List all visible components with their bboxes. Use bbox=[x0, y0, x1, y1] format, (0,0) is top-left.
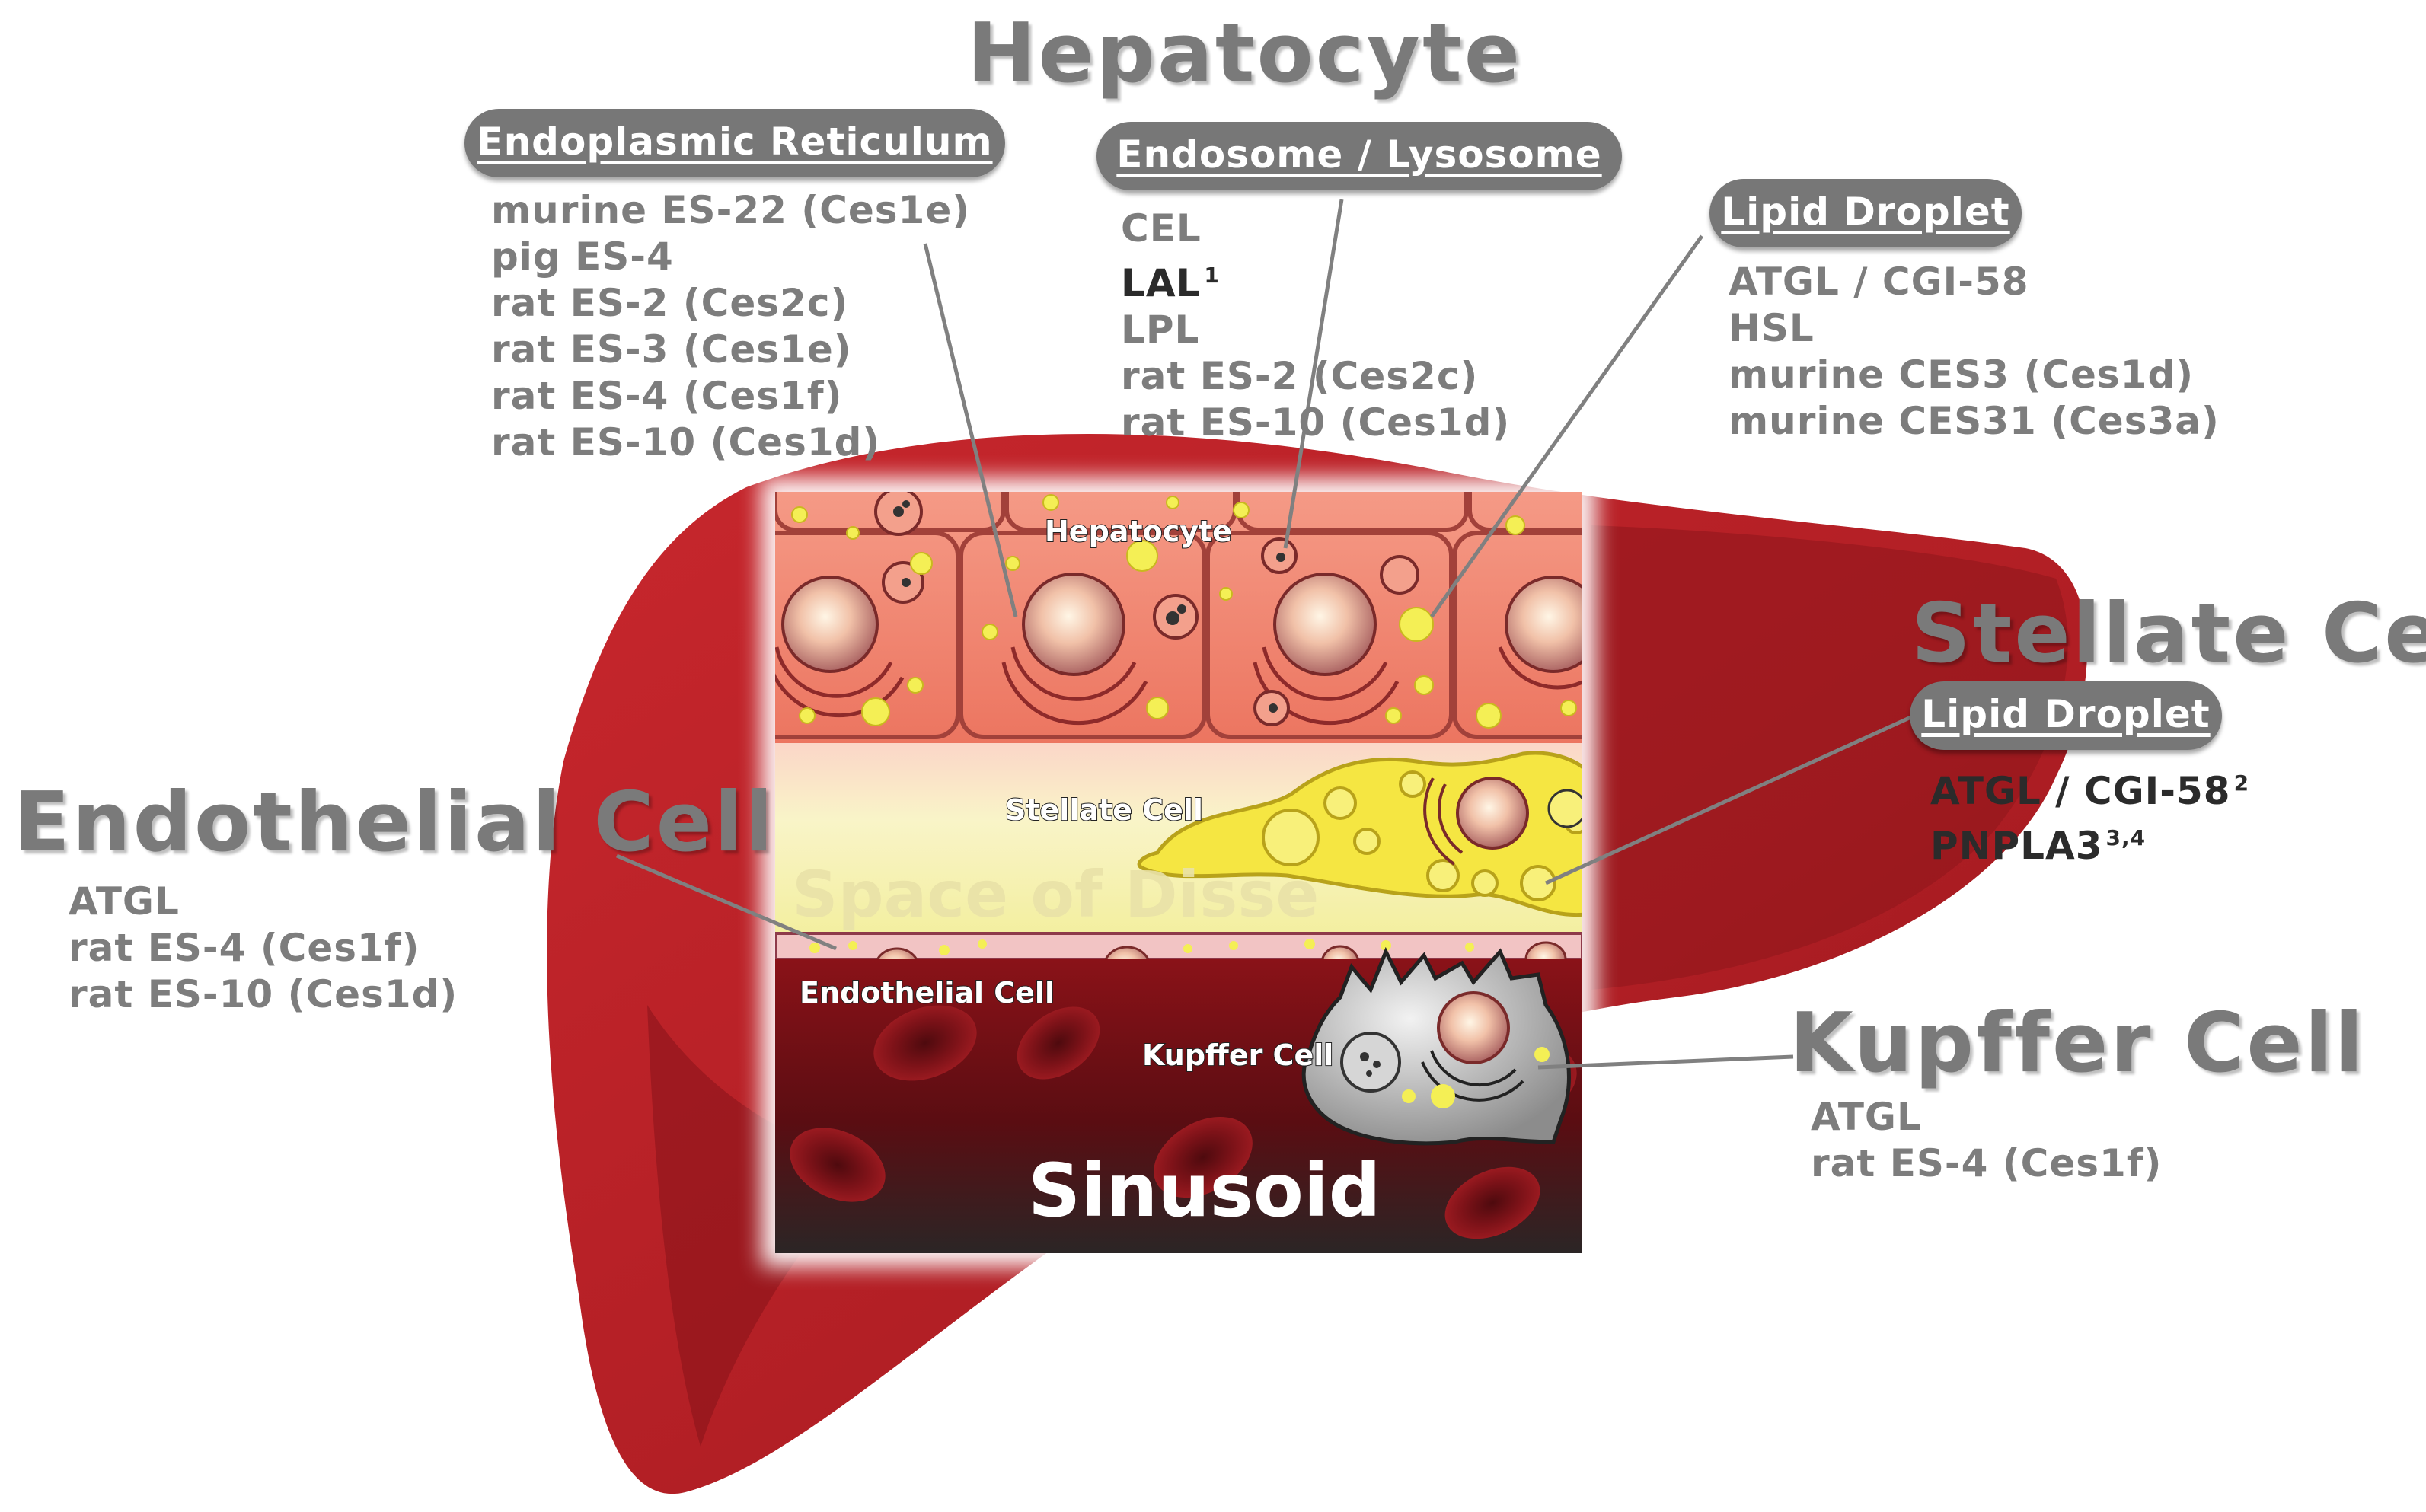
endosome-enzyme-item: rat ES-2 (Ces2c) bbox=[1121, 353, 1510, 400]
lipid-enzyme-item-text: murine CES31 (Ces3a) bbox=[1729, 399, 2220, 443]
inset-kupffer-label: Kupffer Cell bbox=[1141, 1038, 1334, 1073]
er-enzyme-item: pig ES-4 bbox=[491, 234, 970, 280]
kupffer-enzyme-item-text: rat ES-4 (Ces1f) bbox=[1811, 1141, 2163, 1185]
endothelial-enzyme-item: rat ES-10 (Ces1d) bbox=[69, 971, 458, 1018]
stellate-lipid-pill-label: Lipid Droplet bbox=[1921, 692, 2211, 736]
endothelial-enzyme-item: rat ES-4 (Ces1f) bbox=[69, 925, 458, 971]
kupffer-enzyme-item: rat ES-4 (Ces1f) bbox=[1811, 1140, 2162, 1187]
endosomes bbox=[874, 492, 1419, 726]
kupffer-er-arcs bbox=[1421, 1050, 1524, 1102]
stellate-enzyme-item-text: PNPLA3 bbox=[1930, 824, 2103, 868]
kupffer-nucleus bbox=[1437, 991, 1510, 1064]
endosome-enzyme-item-reference: 1 bbox=[1204, 263, 1220, 288]
er-enzyme-item: rat ES-10 (Ces1d) bbox=[491, 419, 970, 466]
lipid-enzyme-item-text: HSL bbox=[1729, 306, 1815, 350]
er-enzyme-item-text: murine ES-22 (Ces1e) bbox=[491, 188, 971, 232]
leader-lines bbox=[616, 199, 1924, 1070]
endosome-enzyme-item: CEL bbox=[1121, 206, 1510, 252]
hepatocyte-nuclei bbox=[781, 573, 1582, 676]
kupffer-lipid-droplets bbox=[1402, 1047, 1550, 1108]
inset-hepatocyte-label: Hepatocyte bbox=[1044, 514, 1233, 549]
endosome-enzyme-item-text: LAL bbox=[1121, 261, 1202, 305]
inset-endothelial-label: Endothelial Cell bbox=[799, 975, 1055, 1010]
inset-stellate-label: Stellate Cell bbox=[1004, 793, 1204, 828]
lipid-enzyme-item: murine CES3 (Ces1d) bbox=[1729, 352, 2220, 398]
lipid-enzyme-item: ATGL / CGI-58 bbox=[1729, 259, 2220, 305]
er-enzyme-item: murine ES-22 (Ces1e) bbox=[491, 187, 970, 234]
endothelial-enzyme-item: ATGL bbox=[69, 879, 458, 925]
endosome-pill: Endosome / Lysosome bbox=[1096, 122, 1622, 190]
er-arcs bbox=[775, 646, 1582, 726]
lipid-droplet-pill: Lipid Droplet bbox=[1709, 179, 2022, 247]
endothelial-enzyme-item-text: rat ES-10 (Ces1d) bbox=[69, 972, 458, 1016]
endothelial-title: Endothelial Cell bbox=[14, 775, 776, 870]
endosome-enzyme-item: rat ES-10 (Ces1d) bbox=[1121, 400, 1510, 446]
hepatocyte-title: Hepatocyte bbox=[967, 6, 1522, 101]
er-enzyme-item-text: rat ES-3 (Ces1e) bbox=[491, 327, 852, 372]
kupffer-enzyme-item: ATGL bbox=[1811, 1094, 2162, 1140]
stellate-title: Stellate Cell bbox=[1911, 586, 2426, 681]
stellate-enzyme-item-text: ATGL / CGI-58 bbox=[1930, 769, 2231, 813]
er-pill-label: Endoplasmic Reticulum bbox=[477, 120, 993, 164]
kupffer-title: Kupffer Cell bbox=[1789, 996, 2366, 1091]
lipid-enzyme-item-text: murine CES3 (Ces1d) bbox=[1729, 352, 2195, 397]
liver-shade bbox=[1591, 525, 2068, 990]
endothelial-enzyme-item-text: rat ES-4 (Ces1f) bbox=[69, 926, 420, 970]
lipid-enzyme-item: HSL bbox=[1729, 305, 2220, 352]
stellate-nucleus bbox=[1456, 777, 1529, 850]
kupffer-vacuole bbox=[1340, 1032, 1401, 1093]
inset-sinusoid-label: Sinusoid bbox=[1028, 1148, 1381, 1233]
endosome-enzyme-item-text: rat ES-2 (Ces2c) bbox=[1121, 354, 1479, 398]
endosome-enzyme-item-text: LPL bbox=[1121, 308, 1200, 352]
er-enzyme-item: rat ES-4 (Ces1f) bbox=[491, 373, 970, 419]
er-pill: Endoplasmic Reticulum bbox=[464, 109, 1005, 177]
er-enzyme-item: rat ES-3 (Ces1e) bbox=[491, 327, 970, 373]
endosome-enzyme-item-text: CEL bbox=[1121, 206, 1202, 250]
stellate-lipid-pill: Lipid Droplet bbox=[1910, 681, 2222, 750]
er-enzyme-item-text: rat ES-4 (Ces1f) bbox=[491, 374, 843, 418]
lipid-enzyme-item: murine CES31 (Ces3a) bbox=[1729, 398, 2220, 445]
er-enzyme-item-text: pig ES-4 bbox=[491, 234, 674, 279]
endosome-enzyme-item-text: rat ES-10 (Ces1d) bbox=[1121, 400, 1511, 445]
inset-disse-label: Space of Disse bbox=[792, 857, 1320, 932]
er-enzyme-item: rat ES-2 (Ces2c) bbox=[491, 280, 970, 327]
endosome-enzyme-item: LPL bbox=[1121, 307, 1510, 353]
lipid-enzyme-item-text: ATGL / CGI-58 bbox=[1729, 260, 2029, 304]
endothelial-enzyme-item-text: ATGL bbox=[69, 879, 180, 923]
er-enzyme-item-text: rat ES-2 (Ces2c) bbox=[491, 281, 849, 325]
endothelial-lipid-droplets bbox=[809, 939, 1474, 955]
stellate-enzyme-item-reference: 2 bbox=[2233, 770, 2250, 796]
hepatocyte-lipid-droplets bbox=[791, 494, 1577, 729]
stellate-endosome bbox=[1547, 789, 1582, 828]
kupffer-enzyme-item-text: ATGL bbox=[1811, 1095, 1922, 1139]
stellate-lipid-droplets bbox=[1262, 770, 1582, 901]
lipid-droplet-pill-label: Lipid Droplet bbox=[1721, 190, 2010, 234]
stellate-enzyme-item-reference: 3,4 bbox=[2105, 825, 2147, 850]
er-enzyme-item-text: rat ES-10 (Ces1d) bbox=[491, 420, 881, 464]
kupffer-vacuole-content bbox=[1360, 1052, 1381, 1077]
endosome-pill-label: Endosome / Lysosome bbox=[1116, 132, 1602, 177]
stellate-er-arcs bbox=[1423, 777, 1464, 866]
